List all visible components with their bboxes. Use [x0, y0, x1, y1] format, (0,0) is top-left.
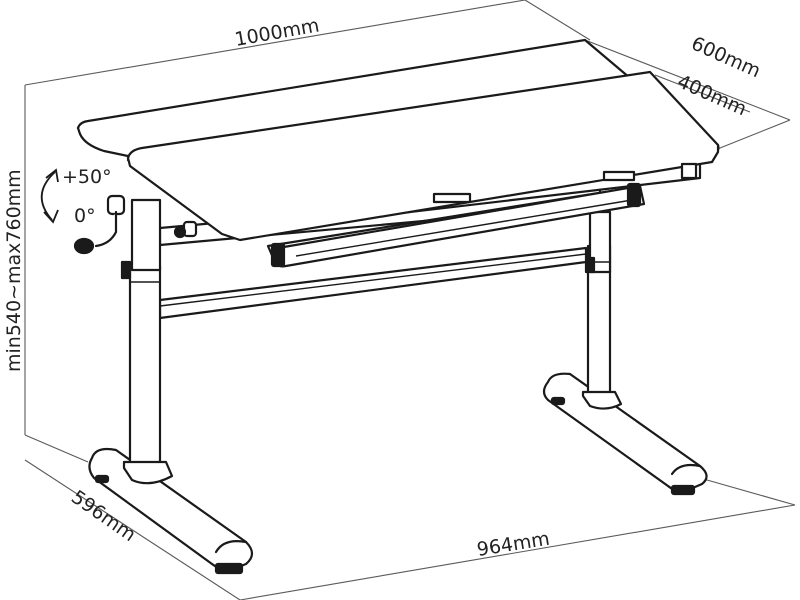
back-foot	[542, 372, 708, 492]
hand-crank-icon	[73, 194, 126, 255]
back-leg	[542, 210, 708, 496]
top-width-label: 1000mm	[233, 14, 321, 50]
tilt-max-angle-label: +50°	[62, 166, 112, 188]
tilt-min-angle-label: 0°	[74, 205, 96, 227]
front-leg	[73, 194, 254, 575]
dimension-lines	[24, 0, 796, 600]
tilt-arrow-icon	[40, 168, 59, 224]
height-range-label: min540~max760mm	[3, 169, 25, 372]
desktop	[76, 38, 720, 268]
top-depth-label: 600mm	[688, 32, 764, 82]
base-width-label: 964mm	[475, 528, 551, 561]
